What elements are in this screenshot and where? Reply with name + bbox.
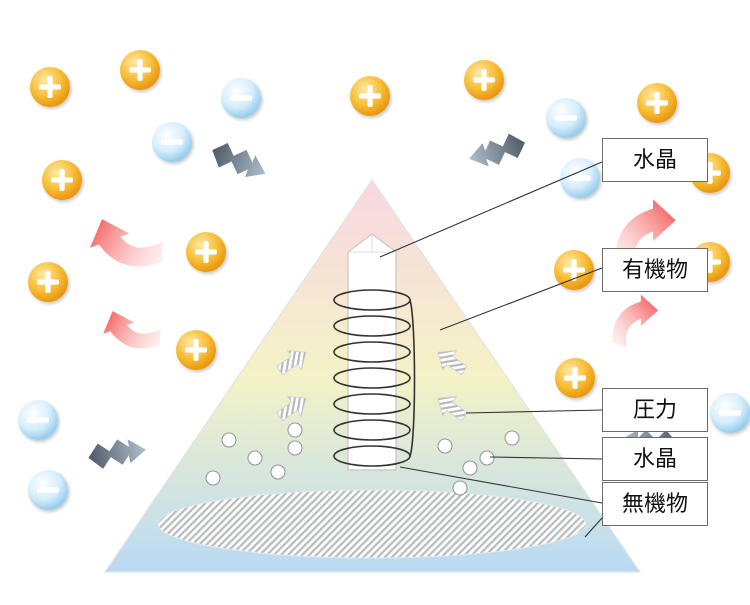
particle bbox=[437, 438, 453, 454]
coil-loop bbox=[333, 367, 411, 389]
wavy-arrow-icon bbox=[207, 138, 271, 184]
particle bbox=[287, 440, 303, 456]
label-organic: 有機物 bbox=[602, 248, 708, 292]
minus-circle-icon bbox=[28, 470, 68, 510]
plus-circle-icon bbox=[464, 60, 504, 100]
particle bbox=[287, 422, 303, 438]
minus-circle-icon bbox=[546, 98, 586, 138]
label-pressure: 圧力 bbox=[602, 388, 708, 432]
particle bbox=[452, 480, 468, 496]
plus-circle-icon bbox=[350, 76, 390, 116]
particle bbox=[205, 470, 221, 486]
label-crystal-top: 水晶 bbox=[602, 138, 708, 182]
coil-loop bbox=[333, 315, 411, 337]
particle-layer bbox=[205, 422, 520, 496]
minus-circle-icon bbox=[710, 393, 750, 433]
minus-circle-icon bbox=[152, 122, 192, 162]
plus-circle-icon bbox=[42, 160, 82, 200]
wavy-arrow-icon bbox=[465, 129, 530, 174]
label-crystal-bottom: 水晶 bbox=[602, 437, 708, 481]
leader-lines bbox=[379, 161, 603, 538]
particle bbox=[462, 460, 478, 476]
plus-circle-icon bbox=[555, 358, 595, 398]
crystal-coil bbox=[333, 289, 416, 467]
coil-loop bbox=[333, 419, 411, 441]
plus-circle-icon bbox=[176, 330, 216, 370]
plus-circle-icon bbox=[30, 67, 70, 107]
label-inorganic: 無機物 bbox=[602, 482, 708, 526]
particle bbox=[221, 432, 237, 448]
quartz-crystal bbox=[347, 233, 397, 471]
plus-circle-icon bbox=[120, 50, 160, 90]
particle bbox=[247, 450, 263, 466]
minus-circle-icon bbox=[221, 78, 261, 118]
heat-arrow-icon bbox=[82, 202, 170, 284]
plus-circle-icon bbox=[186, 232, 226, 272]
coil-loop bbox=[333, 341, 411, 363]
coil-loop bbox=[333, 393, 411, 415]
heat-arrow-icon bbox=[612, 294, 659, 348]
wavy-arrow-icon bbox=[85, 433, 149, 472]
inorganic-sediment bbox=[157, 489, 587, 559]
heat-arrow-icon bbox=[97, 297, 166, 362]
plus-circle-icon bbox=[28, 262, 68, 302]
particle bbox=[504, 430, 520, 446]
minus-circle-icon bbox=[18, 400, 58, 440]
coil-connector bbox=[409, 299, 416, 457]
particle bbox=[270, 464, 286, 480]
plus-circle-icon bbox=[637, 83, 677, 123]
particle bbox=[479, 450, 495, 466]
